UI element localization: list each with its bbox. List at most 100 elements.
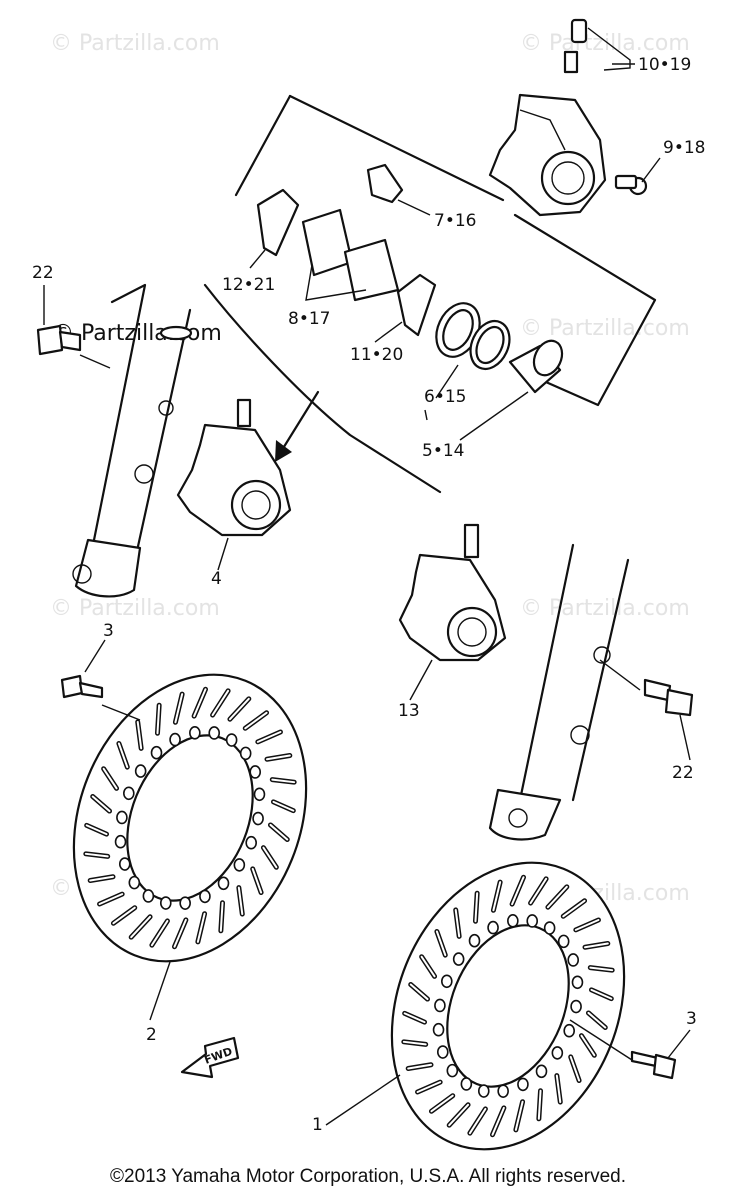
callout-3-right: 3 bbox=[686, 1009, 697, 1029]
frame-line bbox=[288, 94, 505, 202]
watermark: © Partzilla.com bbox=[520, 596, 690, 621]
callout-8-17: 8•17 bbox=[288, 309, 330, 329]
watermark: © Partzilla.com bbox=[520, 316, 690, 341]
disc-hole bbox=[468, 933, 481, 948]
disc-slot bbox=[454, 908, 461, 938]
callout-11-20: 11•20 bbox=[350, 345, 403, 365]
disc-slot bbox=[265, 754, 291, 761]
callout-5-14: 5•14 bbox=[422, 441, 464, 461]
disc-hole bbox=[571, 975, 584, 990]
disc-hole bbox=[477, 1084, 490, 1098]
disc-slot bbox=[546, 885, 568, 909]
disc-slot bbox=[219, 901, 224, 932]
disc-hole bbox=[159, 896, 172, 910]
frame-line bbox=[513, 213, 657, 407]
disc-hole bbox=[123, 786, 135, 801]
watermark: © Partzilla.com bbox=[50, 596, 220, 621]
disc-slot bbox=[492, 881, 502, 912]
callout-9-18: 9•18 bbox=[663, 138, 705, 158]
disc-hole bbox=[551, 1046, 564, 1060]
disc-slot bbox=[91, 795, 111, 813]
disc-slot bbox=[251, 867, 263, 894]
disc-hole bbox=[239, 746, 252, 761]
copyright-notice: ©2013 Yamaha Motor Corporation, U.S.A. A… bbox=[110, 1166, 626, 1187]
disc-slot bbox=[174, 693, 184, 724]
parts-diagram: © Partzilla.com © Partzilla.com © Partzi… bbox=[32, 18, 705, 1151]
disc-slot bbox=[583, 942, 609, 949]
bolts bbox=[36, 324, 694, 1080]
disc-slot bbox=[430, 1094, 454, 1113]
caliper-left bbox=[176, 398, 292, 537]
disc-hole bbox=[179, 896, 191, 910]
disc-slot bbox=[228, 697, 250, 721]
disc-hole bbox=[567, 953, 580, 967]
callout-22-right: 22 bbox=[672, 763, 694, 783]
disc-slot bbox=[435, 930, 447, 957]
disc-hole bbox=[208, 726, 221, 740]
disc-hole bbox=[233, 858, 246, 872]
disc-slot bbox=[403, 1012, 426, 1024]
disc-hole bbox=[252, 811, 264, 826]
disc-hole bbox=[128, 875, 141, 890]
shim-and-pads bbox=[256, 188, 437, 337]
caliper-right bbox=[398, 523, 507, 662]
disc-slot bbox=[491, 1106, 505, 1136]
callout-13: 13 bbox=[398, 701, 420, 721]
disc-hole bbox=[249, 765, 262, 779]
disc-hole bbox=[189, 726, 201, 740]
disc-slot bbox=[237, 886, 244, 916]
disc-hole bbox=[150, 745, 163, 760]
disc-hole bbox=[517, 1077, 529, 1092]
disc-hole bbox=[441, 974, 453, 989]
disc-slot bbox=[84, 852, 109, 858]
disc-slot bbox=[587, 1011, 607, 1029]
disc-slot bbox=[89, 875, 115, 882]
arrow-line bbox=[280, 390, 320, 452]
disc-hole bbox=[225, 733, 238, 747]
callout-22-left: 22 bbox=[32, 263, 54, 283]
arrow-head bbox=[275, 440, 292, 462]
disc-slot bbox=[562, 899, 586, 918]
disc-slot bbox=[102, 767, 118, 790]
disc-hole bbox=[487, 920, 499, 935]
watermark: © Partzilla.com bbox=[50, 31, 220, 56]
disc-hole bbox=[142, 889, 155, 903]
callout-4: 4 bbox=[211, 569, 222, 589]
watermark: © Partzilla.com bbox=[520, 31, 690, 56]
disc-slot bbox=[402, 1040, 427, 1046]
disc-hole bbox=[436, 1045, 449, 1059]
disc-slot bbox=[569, 1055, 581, 1082]
callout-labels: 10•19 9•18 7•16 12•21 8•17 11•20 6•15 5•… bbox=[32, 55, 705, 1135]
disc-hole bbox=[434, 998, 446, 1013]
disc-slot bbox=[529, 877, 548, 905]
disc-slot bbox=[85, 824, 108, 836]
callout-7-16: 7•16 bbox=[434, 211, 476, 231]
seals-and-piston bbox=[435, 302, 564, 394]
disc-slot bbox=[262, 846, 278, 869]
disc-slot bbox=[537, 1089, 542, 1120]
callout-10-19: 10•19 bbox=[638, 55, 691, 75]
disc-hole bbox=[114, 834, 127, 849]
right-fork-tube bbox=[488, 543, 630, 841]
disc-hole bbox=[446, 1063, 459, 1078]
disc-slot bbox=[117, 742, 129, 769]
disc-hole bbox=[543, 921, 556, 935]
brake-disc-1 bbox=[390, 861, 626, 1151]
disc-slot bbox=[271, 778, 296, 784]
callout-3-left: 3 bbox=[103, 621, 114, 641]
disc-hole bbox=[118, 857, 131, 871]
disc-hole bbox=[199, 889, 211, 904]
disc-slot bbox=[511, 876, 525, 906]
disc-slot bbox=[420, 955, 436, 978]
disc-slot bbox=[448, 1103, 470, 1127]
disc-slot bbox=[136, 720, 143, 750]
disc-slot bbox=[211, 689, 230, 717]
disc-hole bbox=[526, 914, 539, 928]
disc-slot bbox=[407, 1063, 433, 1070]
disc-slot bbox=[130, 915, 152, 939]
frame-line bbox=[234, 94, 292, 197]
disc-slot bbox=[193, 688, 207, 718]
disc-slot bbox=[256, 730, 282, 743]
disc-slot bbox=[272, 800, 295, 812]
disc-slot bbox=[150, 919, 169, 947]
